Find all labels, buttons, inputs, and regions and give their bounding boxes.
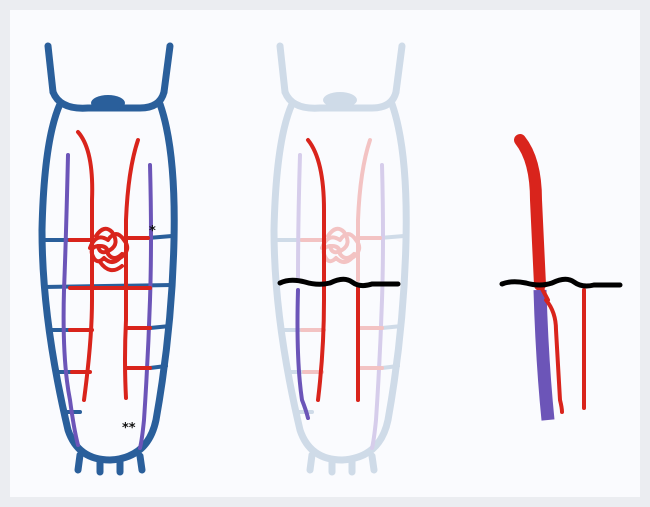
left-red-arteries [70, 132, 150, 400]
single-star-label: * [149, 224, 156, 239]
middle-cut-line [280, 279, 398, 285]
left-top-node [91, 95, 125, 111]
double-star-label: ** [122, 421, 136, 436]
middle-red-artery [308, 140, 324, 400]
right-cut-line [502, 279, 620, 286]
left-purple-veins [64, 155, 151, 448]
left-panel: * ** [42, 46, 174, 472]
right-thick-artery [520, 140, 540, 285]
middle-purple-vein-lower [298, 290, 309, 418]
middle-faded-purple-vein-upper [298, 155, 300, 280]
middle-faded-purple-vein [372, 165, 383, 448]
middle-faded-arteries [302, 140, 382, 400]
middle-top-node [323, 92, 357, 108]
right-panel [502, 140, 620, 420]
right-thick-vein [540, 290, 548, 420]
middle-panel [274, 46, 406, 472]
